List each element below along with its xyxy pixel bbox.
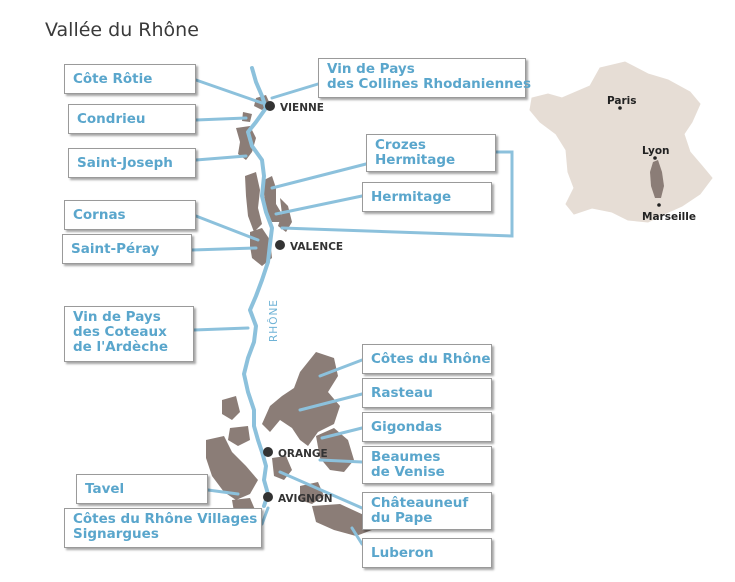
label-vdp-ardeche[interactable]: Vin de Pays des Coteaux de l'Ardèche [64, 306, 194, 362]
label-cornas-text: Cornas [73, 207, 126, 223]
label-saint-joseph-text: Saint-Joseph [77, 155, 173, 171]
map-title: Vallée du Rhône [45, 19, 199, 41]
label-tavel[interactable]: Tavel [76, 474, 208, 504]
label-hermitage-text: Hermitage [371, 189, 452, 205]
leader-signargues [260, 506, 270, 526]
label-cotes-du-rhone-text: Côtes du Rhône [371, 351, 491, 367]
vineyard-saint-joseph-north [236, 126, 256, 160]
label-cdr-villages[interactable]: Côtes du Rhône Villages Signargues [64, 508, 262, 548]
leader-beaumes [318, 458, 364, 464]
leader-gigondas [320, 426, 364, 440]
leader-condrieu [194, 116, 248, 122]
leader-rasteau [298, 392, 364, 412]
leader-crozes-bracket [280, 150, 514, 238]
label-cornas[interactable]: Cornas [64, 200, 196, 230]
valence-dot [275, 240, 285, 250]
label-crozes-hermitage[interactable]: Crozes Hermitage [366, 134, 496, 172]
orange-label: ORANGE [278, 448, 328, 460]
label-saint-peray[interactable]: Saint-Péray [62, 234, 192, 264]
label-rasteau[interactable]: Rasteau [362, 378, 492, 408]
label-beaumes-line2: de Venise [371, 464, 445, 480]
leader-luberon [350, 526, 364, 546]
vineyard-saint-joseph-south [245, 172, 262, 232]
leader-tavel [206, 488, 240, 496]
leader-cotes-du-rhone [318, 358, 364, 378]
leader-hermitage [274, 194, 364, 216]
leader-collines [270, 82, 320, 100]
leader-saint-peray [190, 246, 258, 252]
label-beaumes-de-venise[interactable]: Beaumes de Venise [362, 446, 492, 484]
label-cotes-du-rhone[interactable]: Côtes du Rhône [362, 344, 492, 374]
leader-lines [190, 78, 514, 546]
label-condrieu[interactable]: Condrieu [68, 104, 196, 134]
rhone-river [242, 66, 274, 508]
orange-dot [263, 447, 273, 457]
label-gigondas-text: Gigondas [371, 419, 443, 435]
valence-label: VALENCE [290, 241, 343, 253]
france-outline [529, 61, 713, 223]
label-saint-peray-text: Saint-Péray [71, 241, 160, 257]
lyon-dot [653, 156, 657, 160]
marseille-dot [657, 203, 661, 207]
label-vdp-collines[interactable]: Vin de Pays des Collines Rhodaniennes [318, 58, 531, 98]
leader-cote-rotie [194, 78, 264, 105]
vineyard-crozes [278, 198, 292, 232]
river-label: RHÔNE [267, 299, 280, 342]
vienne-dot [265, 101, 275, 111]
label-beaumes-line1: Beaumes [371, 449, 441, 465]
avignon-dot [263, 492, 273, 502]
label-luberon-text: Luberon [371, 545, 434, 561]
label-vdp-collines-line1: Vin de Pays [327, 61, 415, 77]
label-cote-rotie[interactable]: Côte Rôtie [64, 64, 196, 94]
label-hermitage[interactable]: Hermitage [362, 182, 492, 212]
label-rasteau-text: Rasteau [371, 385, 433, 401]
paris-label: Paris [607, 95, 637, 107]
label-crozes-line2: Hermitage [375, 152, 456, 168]
label-saint-joseph[interactable]: Saint-Joseph [68, 148, 196, 178]
label-crozes-line1: Crozes [375, 137, 426, 153]
leader-crozes [270, 162, 368, 190]
leader-saint-joseph [194, 154, 248, 162]
vineyard-luberon [312, 504, 372, 536]
vineyard-tavel [206, 436, 258, 500]
vineyard-orange-west-2 [228, 426, 250, 446]
label-chateauneuf-line1: Châteauneuf [371, 495, 469, 511]
avignon-label: AVIGNON [278, 493, 333, 505]
label-vdp-ardeche-line1: Vin de Pays [73, 309, 161, 325]
label-vdp-ardeche-line3: de l'Ardèche [73, 339, 168, 355]
label-luberon[interactable]: Luberon [362, 538, 492, 568]
vineyard-hermitage [264, 176, 282, 222]
label-chateauneuf-du-pape[interactable]: Châteauneuf du Pape [362, 492, 492, 530]
label-vdp-ardeche-line2: des Coteaux [73, 324, 167, 340]
marseille-label: Marseille [642, 211, 696, 223]
leader-vdp-ardeche [192, 326, 250, 332]
label-vdp-collines-line2: des Collines Rhodaniennes [327, 76, 531, 92]
leader-cornas [194, 214, 260, 242]
label-cote-rotie-text: Côte Rôtie [73, 71, 153, 87]
vineyard-orange-west [222, 396, 240, 420]
label-chateauneuf-line2: du Pape [371, 510, 433, 526]
label-tavel-text: Tavel [85, 481, 125, 497]
lyon-marseille-region [650, 160, 664, 198]
city-markers: VIENNE VALENCE ORANGE AVIGNON [263, 101, 343, 505]
vienne-label: VIENNE [280, 102, 324, 114]
lyon-label: Lyon [642, 145, 670, 157]
vineyard-areas [206, 95, 372, 536]
paris-dot [618, 106, 622, 110]
label-cdr-villages-line1: Côtes du Rhône Villages [73, 511, 258, 527]
label-gigondas[interactable]: Gigondas [362, 412, 492, 442]
label-cdr-villages-line2: Signargues [73, 526, 159, 542]
label-condrieu-text: Condrieu [77, 111, 146, 127]
leader-chateauneuf [278, 470, 364, 510]
